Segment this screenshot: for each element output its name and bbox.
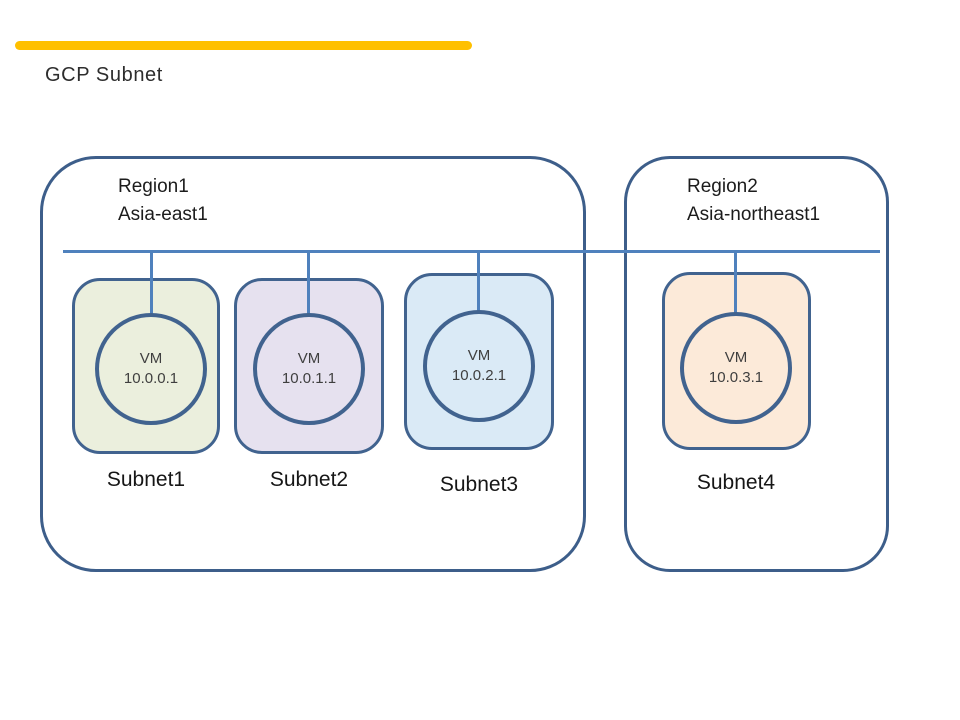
vm3-name: VM [467, 347, 491, 364]
vm1-ip: 10.0.0.1 [123, 370, 179, 387]
page-title: GCP Subnet [45, 64, 163, 86]
subnet4-connector-line [734, 250, 737, 316]
subnet1-connector-line [150, 250, 153, 317]
vm4-name: VM [724, 349, 748, 366]
network-bus-line [63, 250, 880, 253]
vm1-circle: VM 10.0.0.1 [95, 313, 207, 425]
vm2-circle: VM 10.0.1.1 [253, 313, 365, 425]
vm2-name: VM [297, 350, 321, 367]
region1-label: Region1 Asia-east1 [118, 173, 208, 229]
subnet2-connector-line [307, 250, 310, 317]
vm2-ip: 10.0.1.1 [281, 370, 337, 387]
vm1-name: VM [139, 350, 163, 367]
region2-name: Region2 [687, 176, 758, 197]
vm3-circle: VM 10.0.2.1 [423, 310, 535, 422]
subnet3-connector-line [477, 250, 480, 314]
region2-box: Region2 Asia-northeast1 [624, 156, 889, 572]
region1-box: Region1 Asia-east1 [40, 156, 586, 572]
region2-zone: Asia-northeast1 [687, 204, 821, 225]
subnet3-label: Subnet3 [439, 473, 519, 496]
subnet2-label: Subnet2 [269, 468, 349, 491]
region1-name: Region1 [118, 176, 189, 197]
vm3-ip: 10.0.2.1 [451, 367, 507, 384]
subnet4-label: Subnet4 [696, 471, 776, 494]
region1-zone: Asia-east1 [118, 204, 208, 225]
subnet1-label: Subnet1 [106, 468, 186, 491]
region2-label: Region2 Asia-northeast1 [687, 173, 820, 229]
vm4-circle: VM 10.0.3.1 [680, 312, 792, 424]
accent-bar [15, 41, 472, 50]
vm4-ip: 10.0.3.1 [708, 369, 764, 386]
